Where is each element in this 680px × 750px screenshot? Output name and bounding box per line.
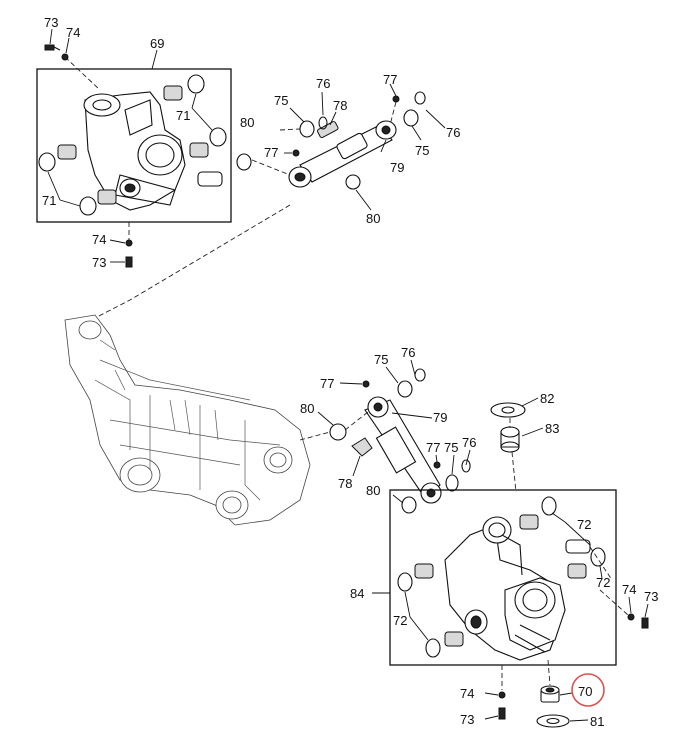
callout-69: 69 (150, 36, 164, 51)
callout-72-b: 72 (596, 575, 610, 590)
callout-76-a: 76 (316, 76, 330, 91)
callout-80-c: 80 (300, 401, 314, 416)
dashed-connector-frame (94, 204, 291, 319)
highlight-circle-70 (571, 673, 605, 707)
assembly-69-box (36, 68, 232, 223)
callout-75-a: 75 (274, 93, 288, 108)
callout-79-b: 79 (433, 410, 447, 425)
callout-76-c: 76 (401, 345, 415, 360)
callout-84: 84 (350, 586, 364, 601)
assembly-84 (372, 489, 649, 666)
callout-74-bot: 74 (460, 686, 474, 701)
callout-76-d: 76 (462, 435, 476, 450)
callout-81: 81 (590, 714, 604, 729)
parts-82-83 (490, 397, 544, 493)
callout-75-c: 75 (374, 352, 388, 367)
callout-70: 70 (578, 684, 592, 699)
frame-ghost (64, 314, 311, 526)
callout-77-b: 77 (264, 145, 278, 160)
callout-80-b: 80 (366, 211, 380, 226)
callout-74-mid: 74 (92, 232, 106, 247)
assembly-84-box (389, 489, 617, 666)
callout-77-a: 77 (383, 72, 397, 87)
callout-82: 82 (540, 391, 554, 406)
callout-83: 83 (545, 421, 559, 436)
callout-73-bot: 73 (460, 712, 474, 727)
upper-shock-set (251, 83, 446, 211)
callout-73-top: 73 (44, 15, 58, 30)
callout-79-a: 79 (390, 160, 404, 175)
bottom-parts (484, 659, 605, 728)
callout-80-a: 80 (240, 115, 254, 130)
callout-72-c: 72 (393, 613, 407, 628)
callout-76-b: 76 (446, 125, 460, 140)
callout-74-right: 74 (622, 582, 636, 597)
callout-75-d: 75 (444, 440, 458, 455)
callout-71-b: 71 (42, 193, 56, 208)
callout-78-a: 78 (333, 98, 347, 113)
assembly-69 (36, 28, 252, 268)
callout-73-mid: 73 (92, 255, 106, 270)
callout-73-right: 73 (644, 589, 658, 604)
callout-77-c: 77 (320, 376, 334, 391)
lower-shock-set (299, 359, 471, 514)
callout-77-d: 77 (426, 440, 440, 455)
callout-72-a: 72 (577, 517, 591, 532)
callout-75-b: 75 (415, 143, 429, 158)
callout-80-d: 80 (366, 483, 380, 498)
callout-labels: 73 74 69 71 71 74 73 75 76 78 77 80 77 7… (42, 15, 658, 729)
callout-78-b: 78 (338, 476, 352, 491)
callout-74-top: 74 (66, 25, 80, 40)
callout-71-a: 71 (176, 108, 190, 123)
